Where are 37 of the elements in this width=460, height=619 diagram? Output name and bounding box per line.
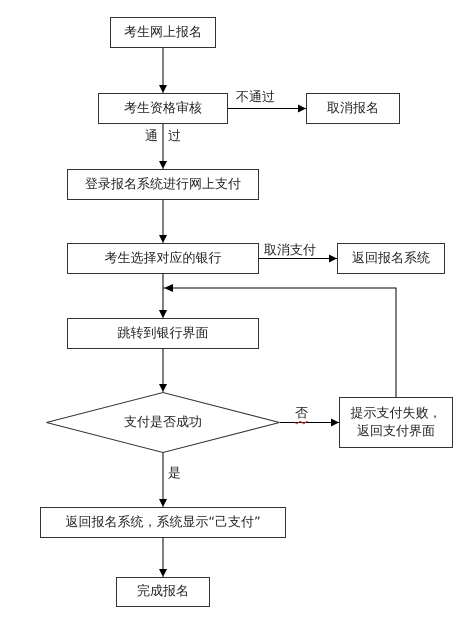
edge-label: 否 xyxy=(295,406,308,422)
process-box xyxy=(40,507,286,538)
edge-label: 通 过 xyxy=(144,129,182,145)
arrow xyxy=(280,418,340,426)
step-label: 考生网上报名 xyxy=(124,24,202,42)
arrow xyxy=(159,48,167,94)
step-label: 返回报名系统，系统显示“己支付” xyxy=(65,514,261,532)
decision-label: 支付是否成功 xyxy=(124,414,202,432)
arrow xyxy=(159,124,167,170)
process-box xyxy=(110,17,216,48)
step-label: 考生选择对应的银行 xyxy=(104,250,222,268)
step-label: 返回报名系统 xyxy=(352,250,430,268)
step-label: 取消报名 xyxy=(327,100,379,118)
arrow xyxy=(228,104,306,112)
step-label: 考生资格审核 xyxy=(124,100,202,118)
arrow xyxy=(159,538,167,578)
step-label: 跳转到银行界面 xyxy=(118,324,208,342)
process-box xyxy=(337,243,445,274)
process-box xyxy=(306,93,400,124)
step-label: 完成报名 xyxy=(137,583,189,601)
edge-label: 是 xyxy=(168,466,181,482)
edge-label: 取消支付 xyxy=(264,243,316,259)
arrow xyxy=(258,254,338,262)
process-box xyxy=(67,169,259,200)
edge-label: 不通过 xyxy=(236,90,275,106)
arrow xyxy=(159,200,167,244)
process-box xyxy=(67,243,259,274)
process-box xyxy=(339,397,453,448)
arrow xyxy=(159,452,167,508)
arrow xyxy=(159,284,396,398)
step-label: 登录报名系统进行网上支付 xyxy=(85,176,241,194)
arrow xyxy=(159,348,167,392)
decision-diamond xyxy=(46,392,280,453)
process-box xyxy=(67,318,259,349)
step-label: 提示支付失败，返回支付界面 xyxy=(350,404,442,440)
process-box xyxy=(116,577,210,607)
process-box xyxy=(98,93,228,124)
